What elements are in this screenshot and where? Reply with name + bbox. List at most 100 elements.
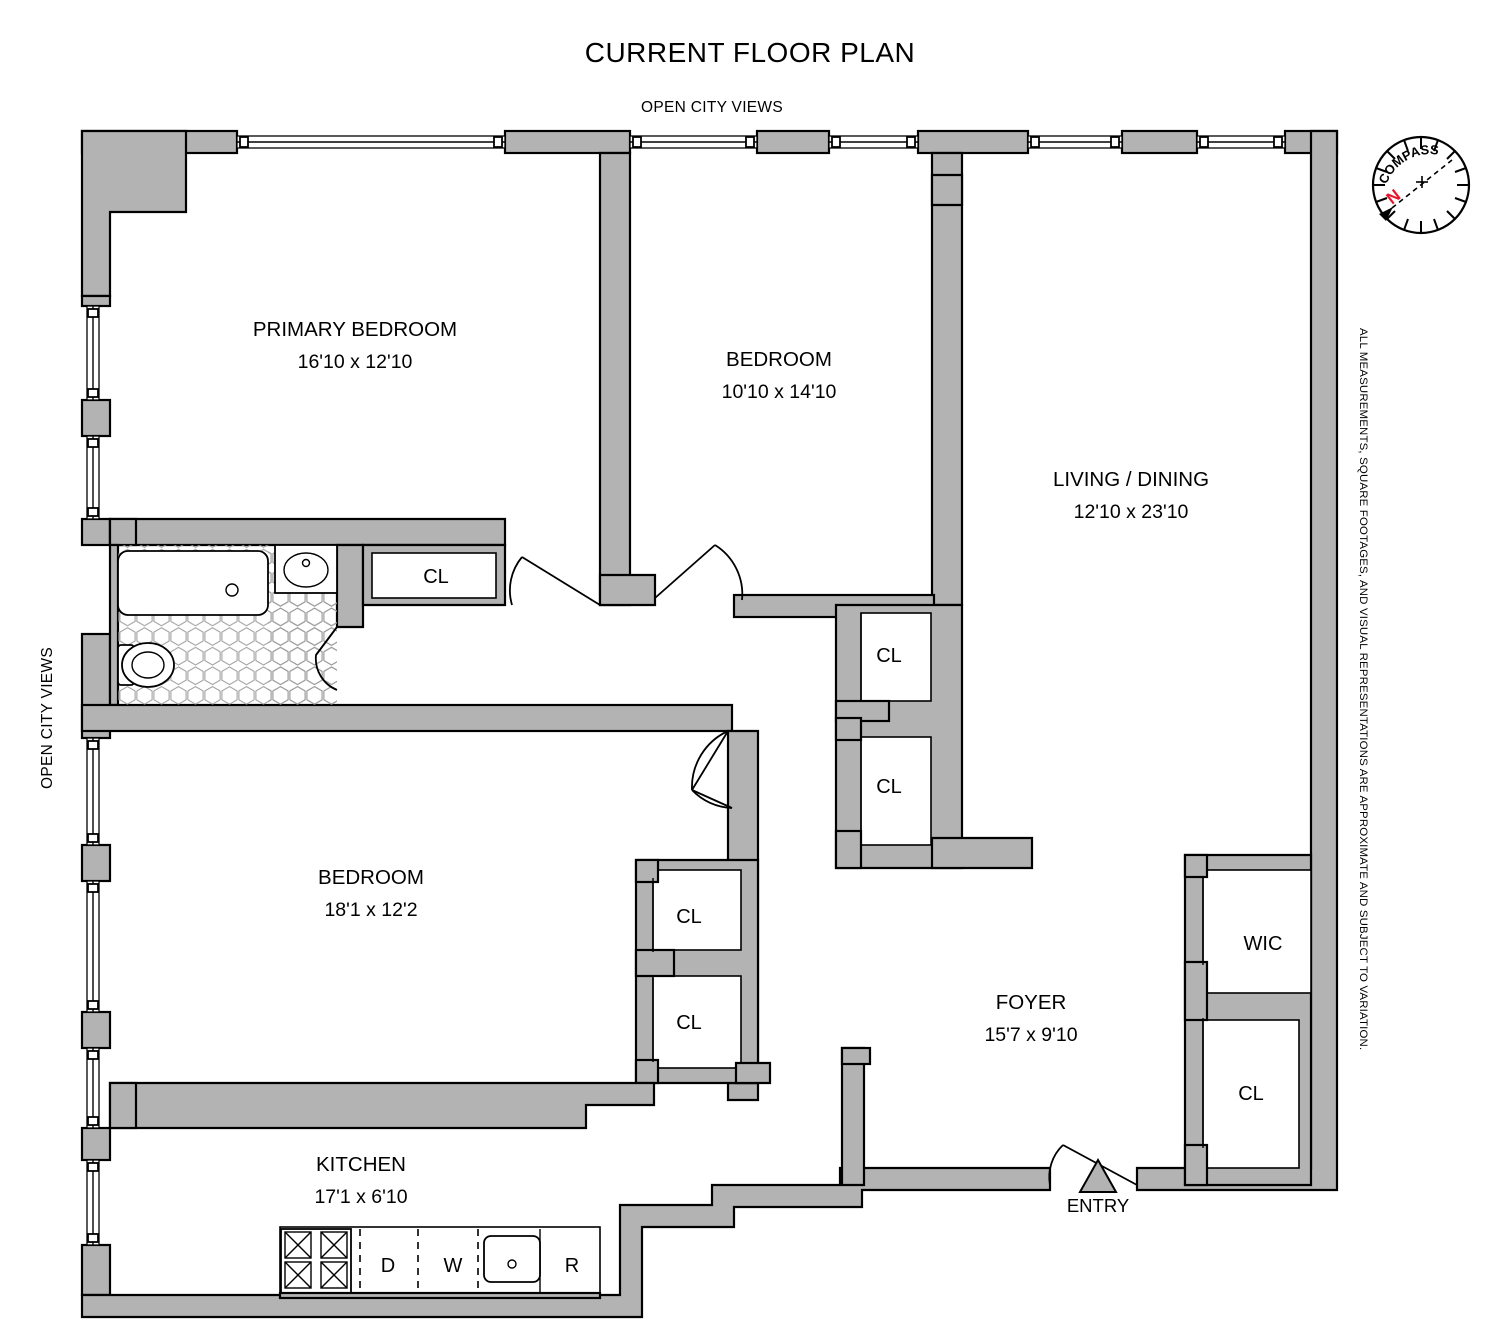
cl-primary-interior (371, 552, 497, 599)
bedroom2-door-arc2 (691, 789, 733, 809)
wall-bedroom-living-divider (930, 151, 964, 607)
window-left-4 (86, 880, 100, 1013)
wall-kitchen-top-left (108, 1081, 138, 1130)
entry-triangle-icon (1078, 1157, 1118, 1193)
wall-wic-jamb-bottom (1183, 1143, 1209, 1187)
room-name-bedroom-lower: BEDROOM (318, 866, 424, 889)
wall-left-2 (80, 517, 112, 547)
kitchen-sink-drain-icon (507, 1259, 517, 1269)
window-top-3 (828, 135, 919, 149)
room-dim-bedroom-lower: 18'1 x 12'2 (324, 899, 417, 921)
wall-corner-topleft (80, 129, 188, 298)
wall-structure (80, 129, 1339, 1319)
window-left-2 (86, 435, 100, 520)
wall-left-6 (80, 1126, 112, 1162)
wall-cl-living-mid-jamb (834, 716, 863, 742)
room-labels: PRIMARY BEDROOM 16'10 x 12'10 BEDROOM 10… (253, 318, 1209, 1208)
compass-rose: COMPASS N (1371, 135, 1471, 235)
wall-bottom-stepped (80, 1166, 1052, 1319)
wall-bath-right (335, 543, 365, 629)
cl-right-interior (1202, 1019, 1300, 1169)
wall-cl-bedroom2-jamb-top (634, 858, 660, 884)
closet-label-wic: WIC (1244, 933, 1283, 955)
room-dim-foyer: 15'7 x 9'10 (984, 1024, 1077, 1046)
closet-label-foyer: CL (1238, 1083, 1264, 1105)
window-left-6 (86, 1159, 100, 1246)
window-top-4 (1027, 135, 1123, 149)
primary-bedroom-door-arc (509, 556, 523, 606)
closet-label-primary: CL (423, 566, 449, 588)
toilet-bowl-icon (121, 642, 175, 688)
appliance-labels: D W R (381, 1255, 579, 1277)
wall-cl-bedroom2-mid (634, 948, 676, 978)
window-top-5 (1196, 135, 1286, 149)
sink-faucet-icon (301, 558, 311, 568)
room-name-foyer: FOYER (996, 991, 1067, 1014)
wall-bath-bottom (80, 703, 734, 733)
bathroom (117, 544, 338, 705)
wall-primary-bedroom-divider (598, 151, 632, 607)
appliance-label-dishwasher: D (381, 1255, 395, 1277)
wall-top-5 (1120, 129, 1199, 155)
wall-primary-bl (108, 517, 138, 547)
wall-wic-jamb-mid (1183, 960, 1209, 1022)
closet-label-living-upper: CL (876, 645, 902, 667)
window-left-5 (86, 1047, 100, 1129)
wall-bedroom2-stub (734, 1061, 772, 1085)
window-left-3 (86, 737, 100, 846)
room-dim-living-dining: 12'10 x 23'10 (1074, 501, 1189, 523)
kitchen-counter-edge (278, 1291, 602, 1300)
window-top-2 (629, 135, 758, 149)
room-name-living-dining: LIVING / DINING (1053, 468, 1209, 491)
left-views-label: OPEN CITY VIEWS (39, 647, 56, 789)
wall-top-3 (755, 129, 831, 155)
closet-labels: CL CL CL CL CL WIC CL (423, 566, 1282, 1105)
wall-top-2 (503, 129, 632, 155)
wall-left-5 (80, 1010, 112, 1050)
window-top-1 (236, 135, 506, 149)
wall-cl-bedroom2-jamb-bottom (634, 1058, 660, 1085)
closet-label-living-lower: CL (876, 776, 902, 798)
appliance-label-refrigerator: R (565, 1255, 579, 1277)
entry-door-arc (1048, 1144, 1064, 1186)
room-name-primary-bedroom: PRIMARY BEDROOM (253, 318, 457, 341)
wall-cl-living-bottom-ext (930, 836, 1034, 870)
bedroom-door-leaf (654, 544, 716, 599)
wall-kitchen-top (108, 1081, 656, 1130)
entry-label: ENTRY (1067, 1195, 1129, 1216)
bathroom-door-leaf (315, 626, 338, 656)
top-views-label: OPEN CITY VIEWS (641, 99, 783, 116)
wall-foyer-left-cap (840, 1046, 872, 1066)
wall-primary-bottom (108, 517, 507, 547)
closet-label-bedroom2-lower: CL (676, 1012, 702, 1034)
room-name-kitchen: KITCHEN (316, 1153, 406, 1176)
wall-top-4 (916, 129, 1030, 155)
room-name-bedroom-middle: BEDROOM (726, 348, 832, 371)
wall-cl-living-mid-notch (834, 699, 891, 723)
wall-bedroom-notch (930, 173, 964, 207)
kitchen-sink (483, 1235, 541, 1283)
window-left-1 (86, 305, 100, 401)
bathroom-door-swing (314, 626, 338, 691)
wall-left-7 (80, 1243, 112, 1297)
closet-label-bedroom2-upper: CL (676, 906, 702, 928)
wall-left-4 (80, 843, 112, 883)
bedroom2-door-leaf2 (691, 789, 733, 809)
compass-ticks (1373, 137, 1469, 233)
bathtub (117, 550, 269, 616)
wall-divider-foot (598, 573, 657, 607)
bedroom-door-arc (714, 544, 744, 601)
kitchen-counter-run (278, 1226, 602, 1300)
cl-bedroom2-lower-interior (652, 975, 742, 1069)
cl-living-lower-interior (860, 736, 932, 846)
room-dim-primary-bedroom: 16'10 x 12'10 (298, 351, 413, 373)
toilet-seat-icon (131, 651, 165, 679)
stove-burners-icon (284, 1231, 348, 1289)
bedroom2-door-leaf (691, 730, 729, 791)
page-title: CURRENT FLOOR PLAN (585, 37, 916, 68)
appliance-label-washer: W (444, 1255, 463, 1277)
door-swings (509, 544, 1138, 1186)
wall-foyer-left (840, 1046, 866, 1187)
